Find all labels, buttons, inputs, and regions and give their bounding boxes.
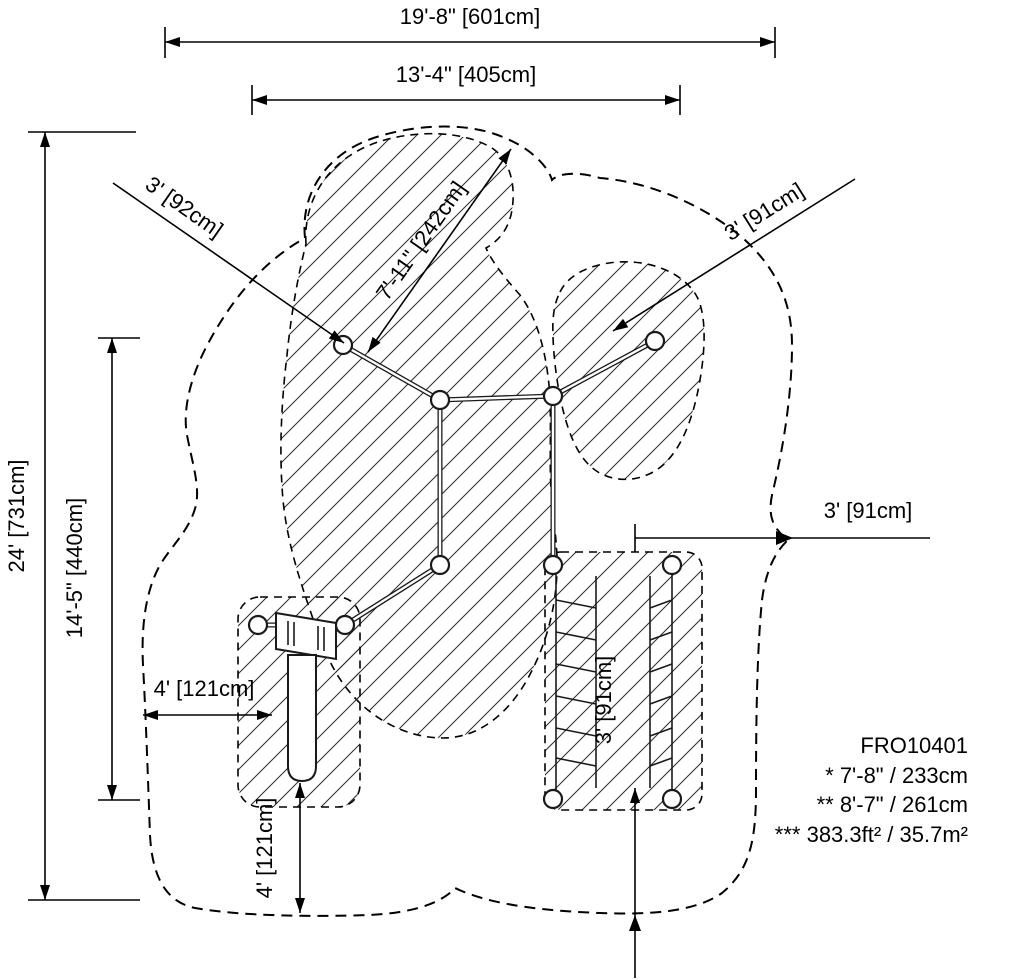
clearance-left-label: 4' [121cm] bbox=[154, 676, 255, 701]
inner-width-label: 13'-4" [405cm] bbox=[396, 62, 536, 87]
post bbox=[247, 614, 269, 636]
mount-panel bbox=[275, 611, 337, 661]
post bbox=[429, 389, 451, 411]
hatch-region-ladders bbox=[544, 551, 703, 811]
lower-left-component bbox=[275, 611, 337, 783]
ladder-left bbox=[555, 570, 597, 794]
clearance-right-label: 3' [91cm] bbox=[824, 498, 913, 523]
post bbox=[334, 614, 356, 636]
clearance-bottom-right-label: 3' [91cm] bbox=[591, 656, 616, 745]
post bbox=[542, 788, 564, 810]
overall-height-label: 24' [731cm] bbox=[4, 459, 29, 572]
note-line-3: *** 383.3ft² / 35.7m² bbox=[775, 822, 968, 847]
dim-diagonal-line bbox=[367, 148, 512, 353]
dim-clearance-upper-left-line bbox=[112, 182, 345, 344]
note-line-2: ** 8'-7" / 261cm bbox=[817, 792, 968, 817]
inner-height-label: 14'-5" [440cm] bbox=[62, 498, 87, 638]
ladder-right bbox=[649, 570, 673, 794]
note-line-1: * 7'-8" / 233cm bbox=[825, 763, 968, 788]
slide-body bbox=[287, 654, 317, 783]
post bbox=[661, 554, 683, 576]
post bbox=[542, 385, 564, 407]
post bbox=[644, 330, 666, 352]
notes-block: FRO10401 * 7'-8" / 233cm ** 8'-7" / 261c… bbox=[775, 733, 968, 847]
post bbox=[661, 788, 683, 810]
model-number: FRO10401 bbox=[860, 733, 968, 758]
post bbox=[429, 554, 451, 576]
clearance-bottom-label: 4' [121cm] bbox=[252, 798, 277, 899]
dim-clearance-upper-right-line bbox=[612, 178, 856, 332]
overall-width-label: 19'-8" [601cm] bbox=[400, 4, 540, 29]
hatch-region-upper-right bbox=[552, 261, 705, 481]
post bbox=[542, 554, 564, 576]
dimension-lines bbox=[28, 27, 930, 978]
